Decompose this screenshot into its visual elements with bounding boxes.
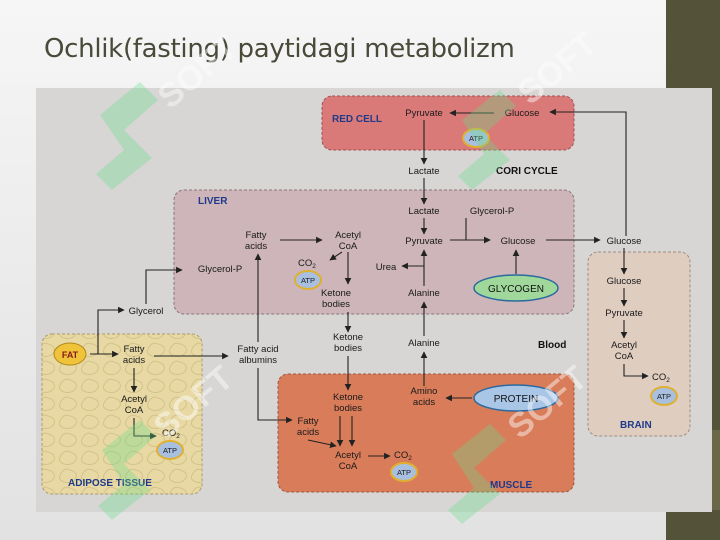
lactate-blood: Lactate: [408, 166, 439, 177]
protein-oval: [473, 384, 559, 412]
svg-text:ATP: ATP: [163, 446, 177, 455]
liver-coa: CoA: [339, 241, 358, 252]
rc-glucose: Glucose: [505, 108, 540, 119]
liver-glycerol-p: Glycerol-P: [470, 206, 514, 217]
arrow-muscle-fatty-acetyl: [307, 439, 337, 448]
adipose-acetyl: Acetyl: [121, 394, 147, 405]
muscle-coa: CoA: [339, 461, 358, 472]
brain-coa: CoA: [615, 351, 634, 362]
svg-text:ATP: ATP: [301, 276, 315, 285]
liver-co2: CO2: [298, 258, 316, 270]
brain-pyruvate: Pyruvate: [605, 308, 643, 319]
arrow-albumins-muscle-fatty: [257, 368, 293, 424]
arrow-brain-acetyl-co2: [623, 364, 649, 380]
muscle-atp: [390, 462, 418, 482]
liver-lactate: Lactate: [408, 206, 439, 217]
adipose-co2: CO2: [162, 428, 180, 440]
blood-glucose: Glucose: [607, 236, 642, 247]
liver-alanine: Alanine: [408, 288, 440, 299]
arrow-adipose-acetyl-co2: [133, 418, 157, 440]
blood-glycerol: Glycerol: [129, 306, 164, 317]
brain-atp: [650, 386, 678, 406]
glycogen-oval: [473, 274, 559, 302]
fat-oval: [53, 342, 87, 366]
liver-ketone: Ketone: [321, 288, 351, 299]
blood-albumins: albumins: [239, 355, 277, 366]
adipose-coa: CoA: [125, 405, 144, 416]
red-cell-label: RED CELL: [332, 114, 382, 125]
brain-acetyl: Acetyl: [611, 340, 637, 351]
liver-acids: acids: [245, 241, 267, 252]
svg-text:ATP: ATP: [397, 468, 411, 477]
svg-text:ATP: ATP: [657, 392, 671, 401]
blood-bodies: bodies: [334, 343, 362, 354]
liver-bodies: bodies: [322, 299, 350, 310]
blood-ketone: Ketone: [333, 332, 363, 343]
arrow-fat-glycerol: [97, 306, 125, 354]
muscle-ketone: Ketone: [333, 392, 363, 403]
blood-fatty-acid: Fatty acid: [237, 344, 278, 355]
liver-compartment: [173, 189, 575, 315]
liver-pyruvate: Pyruvate: [405, 236, 443, 247]
liver-fatty: Fatty: [245, 230, 266, 241]
adipose-atp: [156, 440, 184, 460]
protein-label: PROTEIN: [494, 394, 538, 405]
arrow-blood-glucose-redcell: [549, 108, 627, 236]
muscle-fatty-acids: acids: [297, 427, 319, 438]
cori-cycle-label: CORI CYCLE: [496, 166, 558, 177]
adipose-label: ADIPOSE TISSUE: [68, 478, 152, 489]
glycogen-label: GLYCOGEN: [488, 284, 544, 295]
muscle-co2: CO2: [394, 450, 412, 462]
brain-label: BRAIN: [620, 420, 652, 431]
adipose-fatty: Fatty: [123, 344, 144, 355]
muscle-acids: acids: [413, 397, 435, 408]
liver-label: LIVER: [198, 196, 228, 207]
liver-urea: Urea: [376, 262, 397, 273]
arrow-acetyl-co2: [329, 251, 343, 261]
fat-label: FAT: [62, 350, 79, 360]
muscle-fatty: Fatty: [297, 416, 318, 427]
adipose-acids: acids: [123, 355, 145, 366]
blood-label: Blood: [538, 340, 566, 351]
blood-alanine: Alanine: [408, 338, 440, 349]
liver-acetyl: Acetyl: [335, 230, 361, 241]
brain-co2: CO2: [652, 372, 670, 384]
muscle-acetyl: Acetyl: [335, 450, 361, 461]
slide-title: Ochlik(fasting) paytidagi metabolizm: [44, 34, 515, 64]
muscle-amino: Amino: [411, 386, 438, 397]
liver-glucose: Glucose: [501, 236, 536, 247]
svg-text:ATP: ATP: [469, 134, 483, 143]
brain-glucose: Glucose: [607, 276, 642, 287]
red-cell-compartment: [321, 95, 575, 151]
muscle-bodies: bodies: [334, 403, 362, 414]
liver-glycerol-p-left: Glycerol-P: [198, 264, 242, 275]
metabolism-diagram: RED CELL LIVER ADIPOSE TISSUE MUSCLE BRA…: [36, 88, 712, 512]
red-cell-atp: [462, 128, 490, 148]
muscle-label: MUSCLE: [490, 480, 533, 491]
liver-atp: [294, 270, 322, 290]
arrow-glycerol-liver: [145, 266, 183, 304]
diagram-svg: RED CELL LIVER ADIPOSE TISSUE MUSCLE BRA…: [41, 95, 691, 495]
rc-pyruvate: Pyruvate: [405, 108, 443, 119]
